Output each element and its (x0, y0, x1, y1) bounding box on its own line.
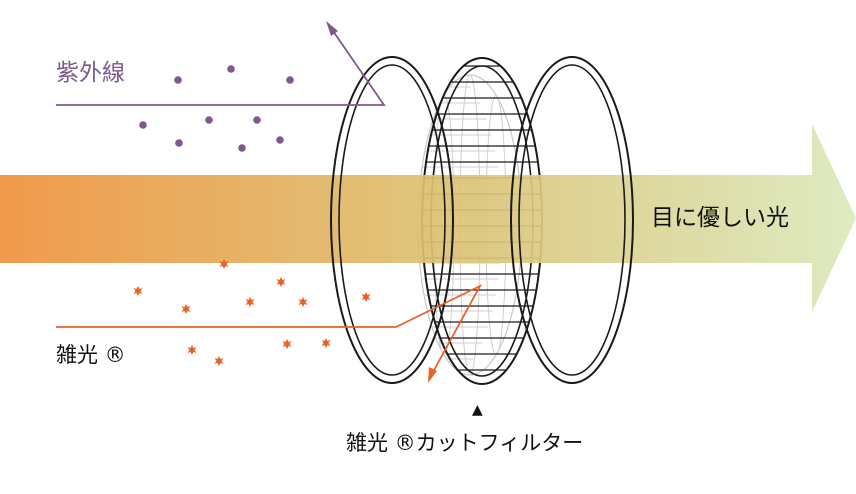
uv-arrow-head-icon (326, 21, 338, 36)
noise-arrow-head-icon (428, 367, 437, 383)
uv-label: 紫外線 (56, 60, 125, 86)
rear-lens (510, 56, 634, 384)
eye-friendly-light-label: 目に優しい光 (651, 205, 789, 231)
light-beam-arrow (0, 124, 856, 312)
uv-particles (139, 65, 294, 152)
pointer-triangle-icon: ▲ (472, 402, 483, 418)
noise-ray (56, 283, 483, 383)
front-lens (330, 56, 454, 384)
filter-caption: 雑光 ®カットフィルター (346, 431, 584, 455)
uv-ray (56, 21, 386, 106)
noise-light-label: 雑光 ® (56, 343, 126, 367)
